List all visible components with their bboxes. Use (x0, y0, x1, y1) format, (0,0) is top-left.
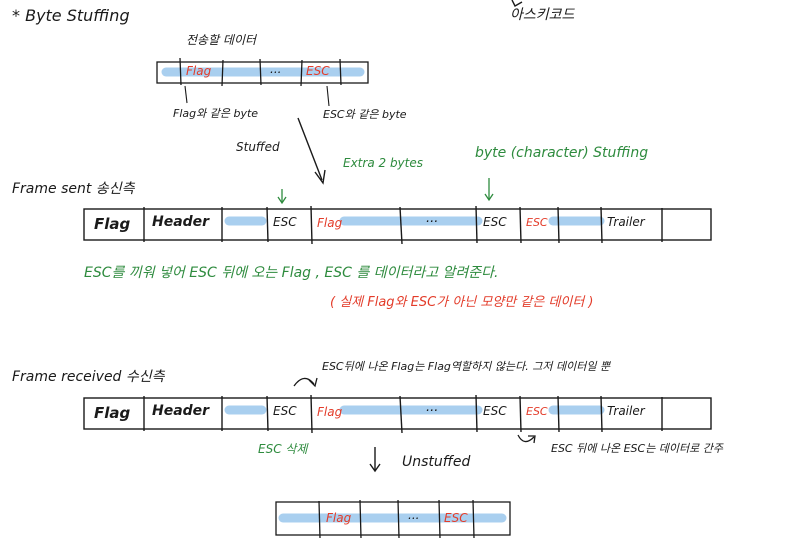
ascii-code-note: 아스키코드 (510, 7, 575, 23)
esc-same-byte-label: ESC와 같은 byte (323, 108, 407, 121)
original-data-box (156, 57, 369, 87)
original-esc-cell: ESC (306, 64, 330, 78)
esc-after-esc-label: ESC 뒤에 나온 ESC는 데이터로 간주 (551, 442, 724, 455)
received-header-cell: Header (152, 403, 210, 419)
received-frame-box (83, 394, 712, 434)
received-note: ESC뒤에 나온 Flag는 Flag역할하지 않는다. 그저 데이터일 뿐 (322, 360, 611, 373)
sent-esc-data-cell: ESC (526, 216, 548, 229)
original-ellipsis-cell: ... (270, 62, 282, 76)
unstuffed-label: Unstuffed (402, 454, 471, 470)
result-flag-cell: Flag (326, 511, 352, 525)
hook-arrow-icon (517, 434, 536, 444)
red-explanation: ( 실제 Flag와 ESC가 아닌 모양만 같은 데이터 ) (330, 295, 594, 310)
extra-bytes-label: Extra 2 bytes (343, 156, 423, 170)
sent-esc-cell: ESC (273, 215, 297, 229)
byte-stuffing-label: byte (character) Stuffing (475, 145, 649, 161)
sent-ellipsis-cell: ... (426, 211, 439, 226)
frame-sent-label: Frame sent 송신측 (12, 181, 135, 197)
received-esc-stuffed-cell: ESC (483, 404, 507, 418)
curved-arrow-icon (293, 377, 318, 388)
esc-insert-arrow-icon (277, 189, 287, 205)
frame-received-label: Frame received 수신측 (12, 369, 165, 385)
result-ellipsis-cell: ... (408, 508, 420, 522)
sent-frame-box (83, 205, 712, 245)
esc-pointer-line (326, 85, 330, 107)
result-data-box (275, 499, 511, 539)
page-title: * Byte Stuffing (12, 6, 130, 25)
green-explanation: ESC를 끼워 넣어 ESC 뒤에 오는 Flag , ESC 를 데이터라고 … (84, 265, 499, 281)
sent-flag-data-cell: Flag (317, 216, 343, 230)
received-trailer-cell: Trailer (607, 404, 645, 418)
stuffed-label: Stuffed (236, 140, 280, 154)
received-ellipsis-cell: ... (426, 400, 439, 415)
stuffed-arrow-icon (297, 117, 326, 185)
partial-arrow-icon (511, 0, 523, 7)
received-esc-cell: ESC (273, 404, 297, 418)
esc-delete-label: ESC 삭제 (258, 442, 308, 456)
original-flag-cell: Flag (186, 64, 212, 78)
unstuffed-arrow-icon (369, 447, 381, 473)
sent-trailer-cell: Trailer (607, 215, 645, 229)
flag-pointer-line (184, 85, 188, 104)
received-flag-data-cell: Flag (317, 405, 343, 419)
esc-insert-arrow-icon-2 (484, 178, 494, 202)
flag-same-byte-label: Flag와 같은 byte (173, 107, 259, 120)
data-to-send-label: 전송할 데이터 (186, 33, 257, 47)
result-esc-cell: ESC (444, 511, 468, 525)
received-flag-cell: Flag (94, 404, 131, 422)
sent-esc-stuffed-cell: ESC (483, 215, 507, 229)
sent-flag-cell: Flag (94, 215, 131, 233)
received-esc-data-cell: ESC (526, 405, 548, 418)
sent-header-cell: Header (152, 214, 210, 230)
